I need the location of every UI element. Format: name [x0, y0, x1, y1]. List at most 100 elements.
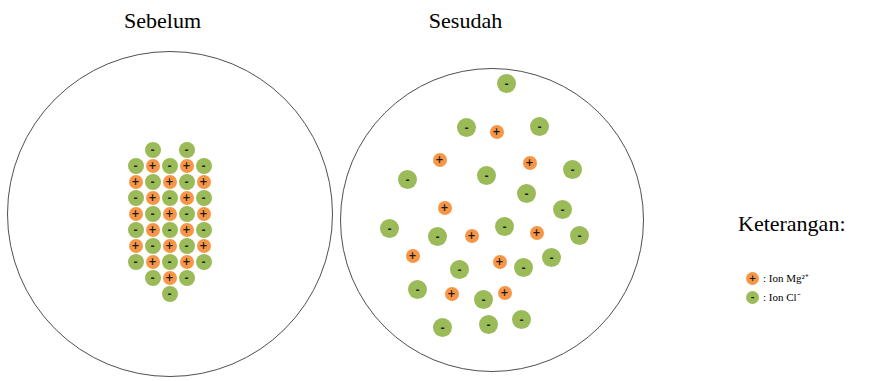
ion-charge: -	[184, 177, 188, 187]
ion-circle: -	[570, 226, 589, 245]
charge-sign: -	[751, 293, 755, 302]
legend-row: +: Ion Mg²⁺	[746, 271, 809, 285]
ion-circle: +	[146, 191, 160, 205]
ion-circle: +	[146, 223, 160, 237]
ion-charge: -	[577, 231, 581, 241]
ion-charge: +	[165, 241, 173, 251]
ion-charge: -	[524, 189, 528, 199]
ion-circle: -	[179, 206, 195, 222]
ion-circle: +	[197, 175, 211, 189]
ion-circle: +	[163, 207, 177, 221]
ion-charge: +	[199, 241, 207, 251]
ion-circle: -	[179, 270, 195, 286]
ion-charge: -	[150, 177, 154, 187]
ion-circle: +	[465, 229, 479, 243]
ion-charge: +	[532, 228, 540, 238]
ion-charge: -	[167, 161, 171, 171]
ion-circle: -	[162, 158, 178, 174]
ion-charge: +	[447, 289, 455, 299]
ion-charge: -	[184, 145, 188, 155]
ion-circle: -	[128, 158, 144, 174]
ion-circle: +	[433, 153, 447, 167]
ion-circle: +	[146, 159, 160, 173]
ion-charge: -	[405, 175, 409, 185]
ion-charge: -	[415, 285, 419, 295]
ion-circle: +	[197, 207, 211, 221]
ion-circle: -	[398, 170, 417, 189]
ion-circle: -	[514, 258, 533, 277]
ion-charge: -	[150, 273, 154, 283]
ion-circle: -	[474, 290, 493, 309]
ion-circle: +	[498, 286, 512, 300]
legend-swatch: +	[746, 272, 759, 285]
ion-circle: +	[129, 175, 143, 189]
ion-charge: -	[504, 79, 508, 89]
ion-circle: +	[438, 201, 452, 215]
ion-charge: -	[184, 273, 188, 283]
ion-charge: -	[486, 320, 490, 330]
ion-circle: -	[145, 206, 161, 222]
ion-circle: -	[162, 190, 178, 206]
ion-circle: +	[180, 223, 194, 237]
ion-circle: -	[196, 254, 212, 270]
ion-charge: -	[184, 241, 188, 251]
ion-charge: +	[148, 161, 156, 171]
ion-charge: -	[150, 241, 154, 251]
ion-circle: +	[163, 239, 177, 253]
ion-charge: -	[464, 123, 468, 133]
ion-circle: +	[406, 249, 420, 263]
ion-circle: +	[163, 271, 177, 285]
ion-circle: +	[490, 125, 504, 139]
ion-charge: -	[560, 205, 564, 215]
ion-charge: +	[495, 257, 503, 267]
ion-charge: +	[440, 203, 448, 213]
ion-circle: -	[517, 184, 536, 203]
ion-charge: -	[133, 257, 137, 267]
ion-charge: +	[182, 257, 190, 267]
ion-circle: +	[180, 255, 194, 269]
ion-circle: -	[512, 310, 531, 329]
ion-charge: +	[182, 225, 190, 235]
ion-circle: -	[128, 190, 144, 206]
ion-charge: -	[201, 193, 205, 203]
state-heading: Sesudah	[429, 8, 502, 34]
ion-charge: -	[133, 225, 137, 235]
ion-charge: +	[199, 177, 207, 187]
ion-charge: +	[182, 193, 190, 203]
legend-row: -: Ion Cl⁻	[746, 290, 801, 304]
legend-heading: Keterangan:	[738, 211, 846, 237]
ion-charge: +	[131, 209, 139, 219]
ion-charge: +	[165, 273, 173, 283]
ion-circle: -	[495, 217, 514, 236]
ion-charge: -	[549, 253, 553, 263]
ion-charge: -	[481, 295, 485, 305]
ion-circle: -	[479, 315, 498, 334]
ion-circle: -	[477, 166, 496, 185]
ion-charge: +	[148, 257, 156, 267]
ion-charge: -	[167, 193, 171, 203]
ion-charge: +	[500, 288, 508, 298]
ion-circle: +	[146, 255, 160, 269]
ion-circle: -	[162, 286, 178, 302]
ion-charge: -	[201, 161, 205, 171]
ion-circle: -	[145, 142, 161, 158]
ion-circle: -	[179, 238, 195, 254]
legend-swatch: -	[746, 291, 759, 304]
ion-charge: -	[201, 225, 205, 235]
ion-charge: +	[408, 251, 416, 261]
ion-circle: -	[179, 174, 195, 190]
ion-circle: -	[145, 238, 161, 254]
ion-circle: -	[196, 222, 212, 238]
ion-circle: -	[497, 74, 516, 93]
ion-circle: -	[162, 254, 178, 270]
ion-charge: -	[150, 145, 154, 155]
ion-circle: -	[428, 227, 447, 246]
ion-charge: +	[492, 127, 500, 137]
ion-circle: -	[450, 260, 469, 279]
ion-circle: -	[530, 117, 549, 136]
ion-circle: -	[408, 280, 427, 299]
state-heading: Sebelum	[124, 8, 201, 34]
ion-charge: +	[525, 158, 533, 168]
ion-charge: -	[387, 224, 391, 234]
ion-charge: -	[519, 315, 523, 325]
